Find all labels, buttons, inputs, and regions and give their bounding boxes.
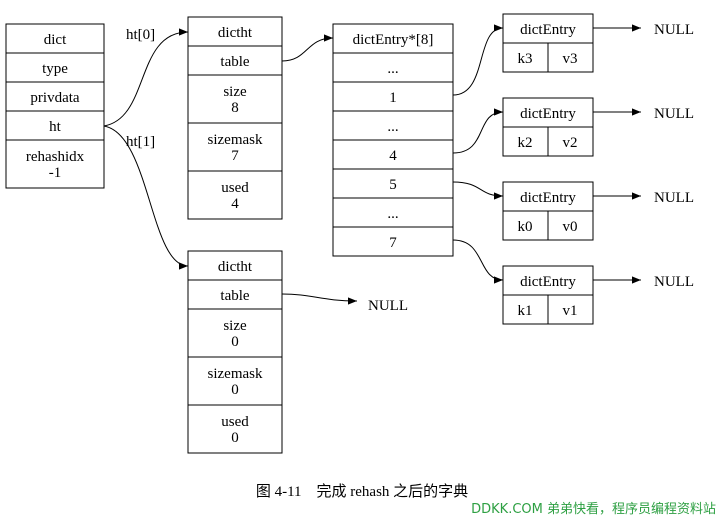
dict-cell-rehashidx	[5, 139, 105, 189]
dict-cell-title	[5, 23, 105, 54]
table-slot-ellipsis: ...	[387, 119, 398, 135]
table-slot-ellipsis: ...	[387, 61, 398, 77]
dict-entry-k2: dictEntry k2 v2 NULL	[502, 97, 694, 157]
edges	[103, 24, 641, 305]
ht1-table-null: NULL	[368, 298, 408, 314]
ht1-cell-size	[187, 308, 283, 358]
entry-key: k1	[518, 303, 533, 319]
entry-next-null: NULL	[654, 190, 694, 206]
ht1-field-table: table	[220, 288, 249, 304]
edge-slot1-to-k3	[452, 24, 504, 96]
dict-title: dict	[44, 32, 67, 48]
table-cell-slot-2	[332, 110, 454, 141]
entry-value-cell	[547, 42, 594, 73]
table-slot-7: 7	[389, 235, 397, 251]
edge-slot7-to-k1	[452, 239, 504, 284]
dict-entry-k0: dictEntry k0 v0 NULL	[502, 181, 694, 241]
dict-cell-type	[5, 52, 105, 83]
entry-value: v2	[563, 135, 578, 151]
table-cell-slot-7	[332, 226, 454, 257]
table-cell-slot-1	[332, 81, 454, 112]
table-slot-ellipsis: ...	[387, 206, 398, 222]
edge-slot5-to-k0	[452, 181, 504, 200]
table-title: dictEntry*[8]	[353, 32, 434, 48]
table-slot-1: 1	[389, 90, 397, 106]
edge-ht-to-ht1	[103, 125, 189, 270]
entry-title: dictEntry	[520, 274, 576, 290]
dict-field-type: type	[42, 61, 68, 77]
table-slot-5: 5	[389, 177, 397, 193]
entry-value-cell	[547, 210, 594, 241]
dict-struct: dict type privdata ht rehashidx-1	[5, 23, 105, 189]
dict-field-privdata: privdata	[30, 90, 79, 106]
entry-title: dictEntry	[520, 22, 576, 38]
table-cell-slot-4	[332, 139, 454, 170]
ht1-cell-used	[187, 404, 283, 454]
edge-label-ht0: ht[0]	[126, 27, 155, 43]
bucket-table: dictEntry*[8] ... 1 ... 4 5 ... 7	[332, 23, 454, 257]
ht0-cell-title	[187, 16, 283, 47]
entry-value-cell	[547, 126, 594, 157]
dict-entry-k1: dictEntry k1 v1 NULL	[502, 265, 694, 325]
ht1-cell-table	[187, 279, 283, 310]
ht1-title: dictht	[218, 259, 253, 275]
edge-ht0-table-to-buckets	[281, 34, 334, 62]
table-cell-slot-0	[332, 52, 454, 83]
watermark: DDKK.COM 弟弟快看，程序员编程资料站	[471, 501, 716, 517]
dict-field-ht: ht	[49, 119, 62, 135]
edge-slot4-to-k2	[452, 108, 504, 154]
figure-caption: 图 4-11 完成 rehash 之后的字典	[256, 483, 468, 500]
edge-ht1-table-to-null	[281, 293, 358, 305]
entry-key-cell	[502, 126, 549, 157]
ht1-cell-title	[187, 250, 283, 281]
entry-key-cell	[502, 42, 549, 73]
entry-next-null: NULL	[654, 22, 694, 38]
ht0-cell-sizemask	[187, 122, 283, 172]
entry-value: v0	[563, 219, 578, 235]
entry-key-cell	[502, 294, 549, 325]
edge-label-ht1: ht[1]	[126, 134, 155, 150]
entry-next-null: NULL	[654, 274, 694, 290]
dict-field-rehashidx: rehashidx-1	[26, 149, 85, 181]
entry-value: v3	[563, 51, 578, 67]
ht0-field-table: table	[220, 54, 249, 70]
edge-ht-to-ht0	[103, 28, 189, 127]
ht0-cell-used	[187, 170, 283, 220]
ht1-cell-sizemask	[187, 356, 283, 406]
table-cell-slot-5	[332, 168, 454, 199]
entry-key: k0	[518, 219, 533, 235]
entry-key-cell	[502, 210, 549, 241]
dict-entry-k3: dictEntry k3 v3 NULL	[502, 13, 694, 73]
entry-key: k2	[518, 135, 533, 151]
entry-value: v1	[563, 303, 578, 319]
entry-value-cell	[547, 294, 594, 325]
ht0-title: dictht	[218, 25, 253, 41]
entry-title: dictEntry	[520, 190, 576, 206]
table-cell-slot-6	[332, 197, 454, 228]
entry-next-null: NULL	[654, 106, 694, 122]
table-slot-4: 4	[389, 148, 397, 164]
entry-key: k3	[518, 51, 533, 67]
entry-title: dictEntry	[520, 106, 576, 122]
